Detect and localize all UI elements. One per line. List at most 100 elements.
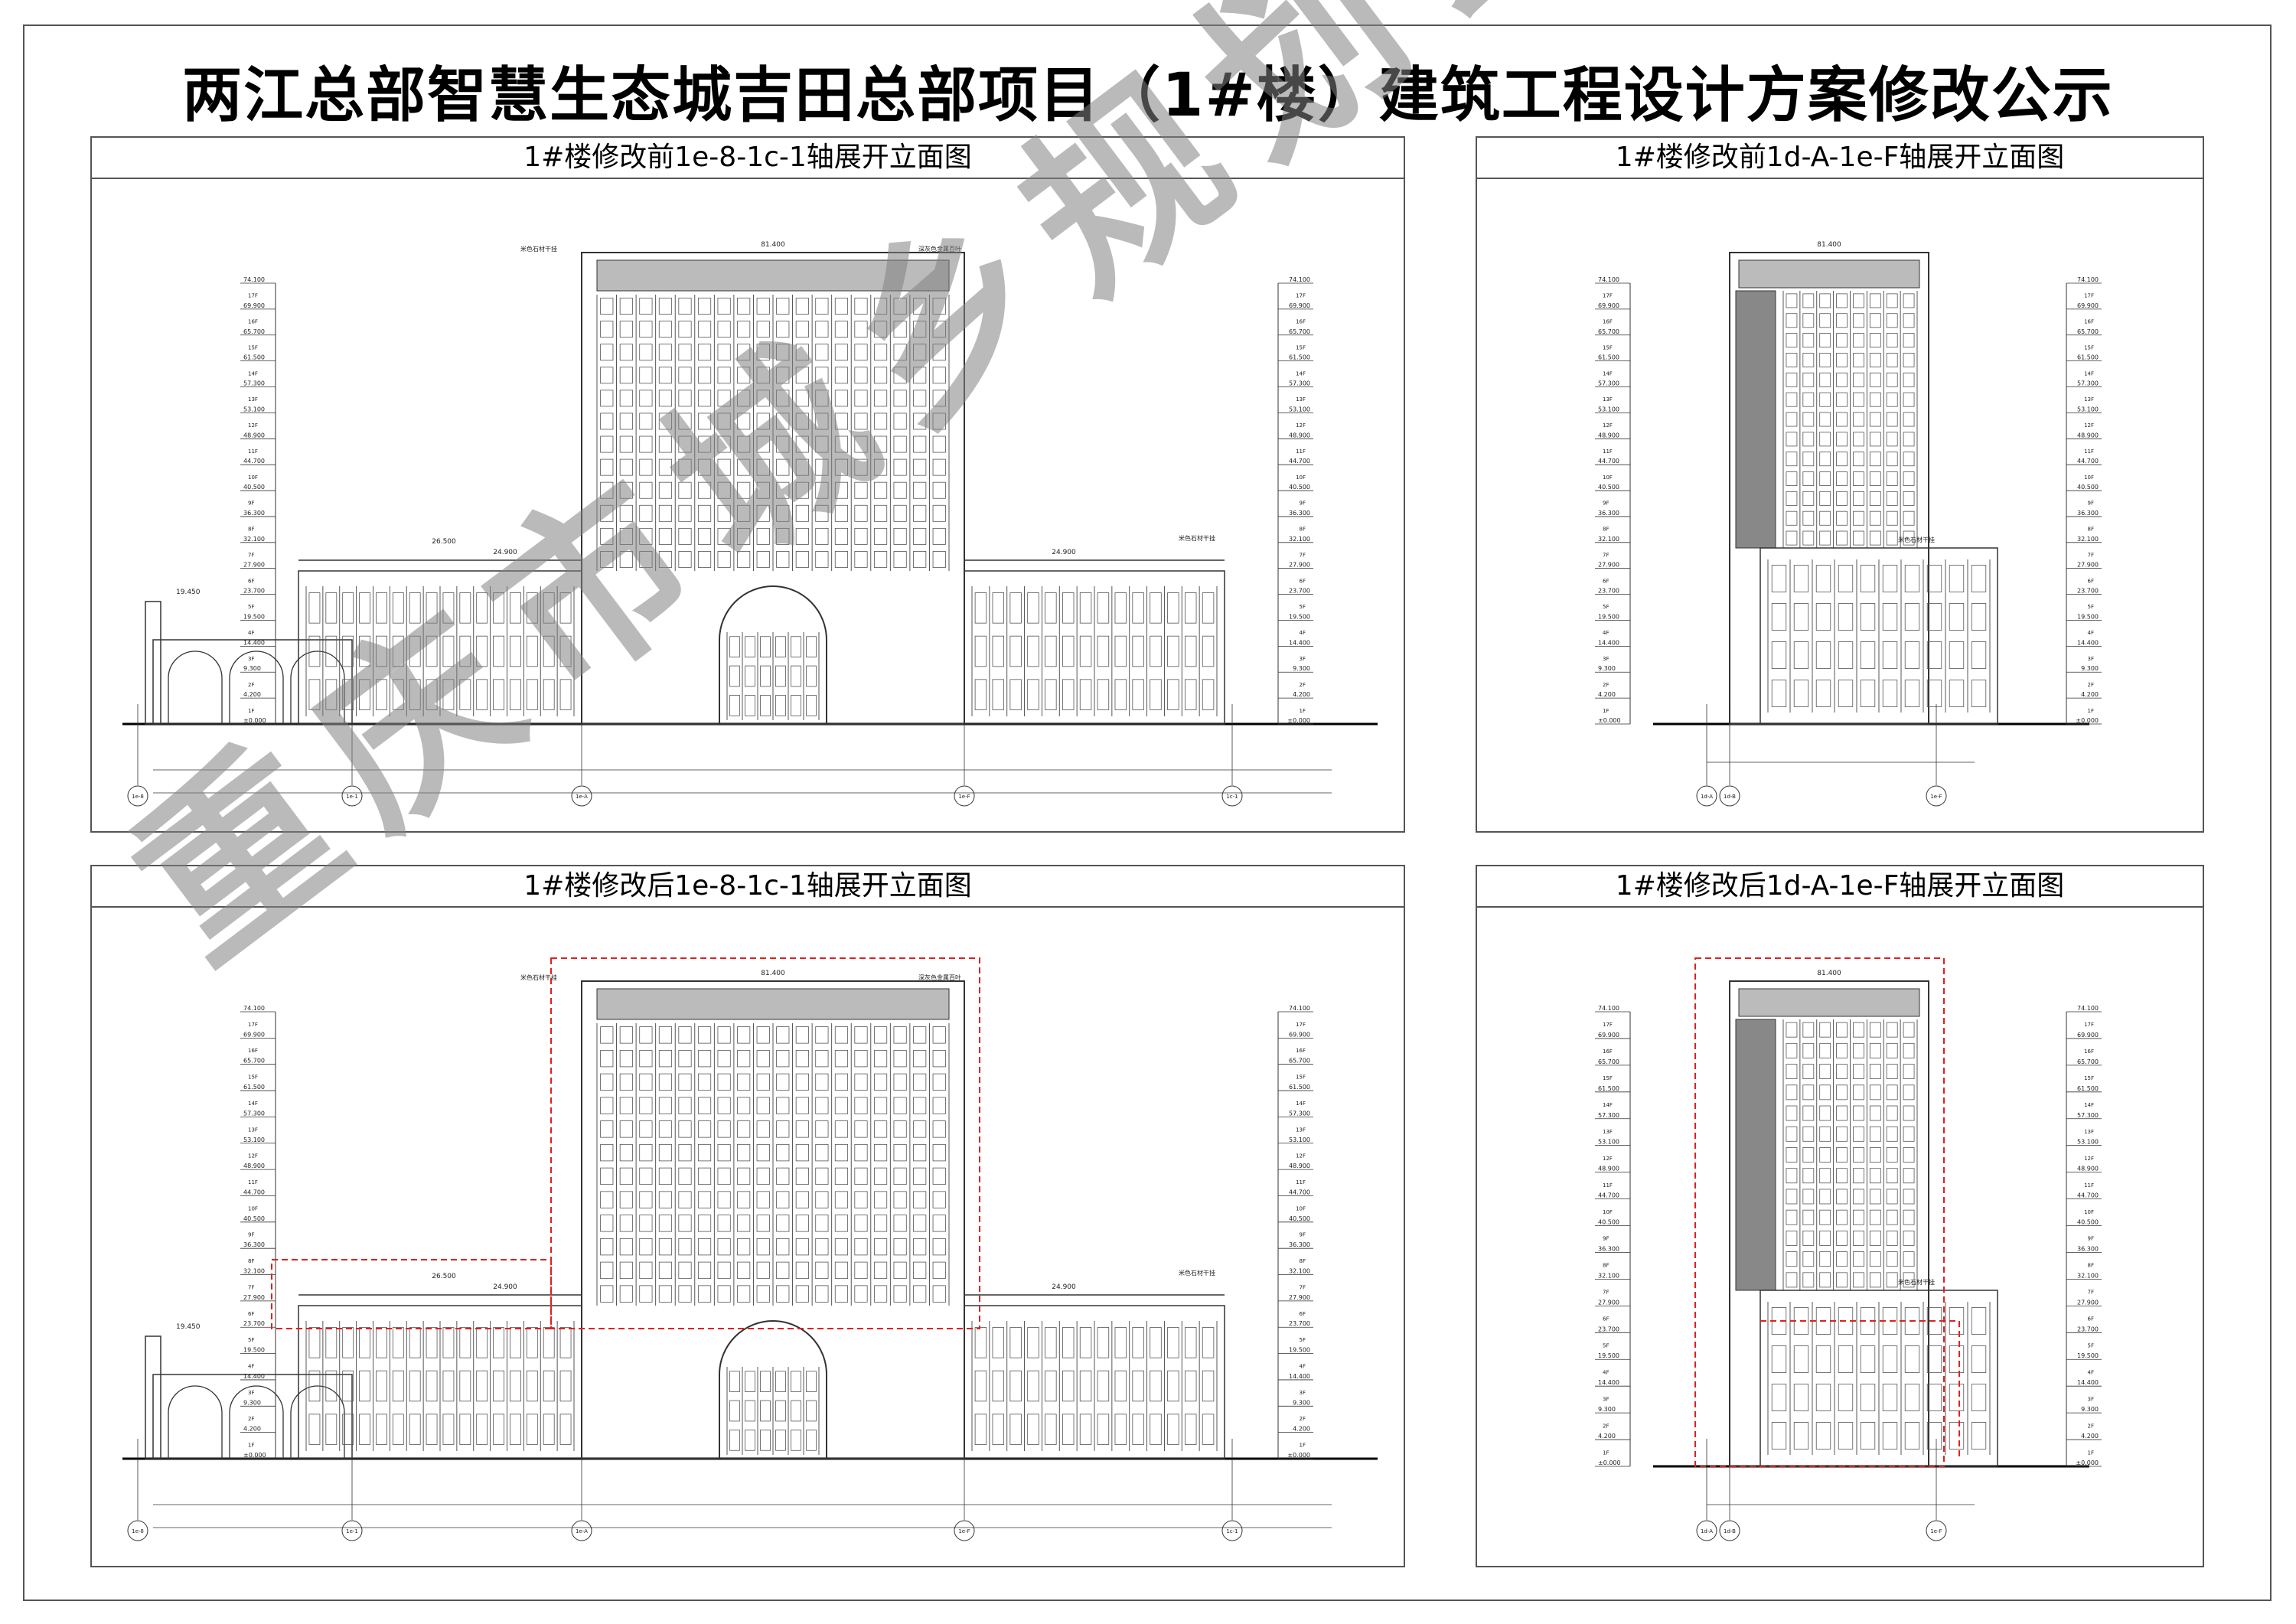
window: [1786, 491, 1798, 506]
window: [834, 1120, 849, 1138]
window: [776, 481, 790, 499]
window: [619, 435, 633, 453]
axis-label: 1e-8: [132, 794, 144, 800]
window: [1802, 1272, 1815, 1288]
window: [619, 367, 633, 384]
window: [873, 1261, 888, 1280]
window: [1853, 1084, 1864, 1101]
window: [1869, 1168, 1881, 1184]
window: [974, 1414, 987, 1445]
window: [932, 1073, 946, 1091]
window: [658, 367, 673, 384]
window: [815, 1097, 829, 1114]
window: [678, 1238, 692, 1256]
window: [1786, 333, 1798, 348]
window: [834, 435, 849, 453]
window: [1819, 452, 1831, 467]
window: [1786, 1105, 1798, 1121]
window: [974, 679, 987, 710]
level-label: 4.200: [1293, 1426, 1310, 1433]
window: [913, 1026, 927, 1044]
window: [543, 1370, 555, 1402]
window: [776, 1285, 790, 1303]
window: [359, 1414, 370, 1445]
window: [775, 1371, 786, 1392]
floor-label: 4F: [248, 1363, 254, 1369]
window: [1079, 1327, 1092, 1358]
window: [1836, 432, 1848, 447]
window: [1771, 603, 1787, 631]
window: [619, 1261, 633, 1280]
window: [1167, 1414, 1179, 1445]
window: [737, 1143, 751, 1162]
level-label: 53.100: [1289, 1136, 1310, 1143]
window: [658, 435, 673, 453]
window: [1838, 641, 1854, 669]
window: [913, 481, 927, 499]
window: [1802, 353, 1815, 367]
window: [717, 413, 731, 430]
floor-label: 1F: [1603, 1450, 1609, 1456]
window: [639, 1026, 653, 1044]
window: [1819, 1022, 1831, 1038]
window: [1836, 1189, 1848, 1205]
window: [815, 1261, 829, 1280]
window: [459, 1370, 471, 1402]
axis-bubble: [571, 785, 592, 807]
window: [1886, 1042, 1898, 1058]
window: [1167, 1370, 1179, 1402]
window: [1062, 592, 1075, 624]
window: [1836, 510, 1848, 526]
window: [543, 635, 555, 667]
window: [639, 1097, 653, 1114]
level-label: 4.200: [2081, 1433, 2099, 1440]
window: [1786, 392, 1798, 407]
window: [1802, 1084, 1815, 1101]
window: [854, 1073, 868, 1091]
window: [1802, 471, 1815, 486]
window: [1079, 679, 1092, 710]
window: [559, 1327, 572, 1358]
window: [493, 1370, 504, 1402]
window: [1097, 1370, 1110, 1402]
window: [1903, 491, 1915, 506]
level-label: 65.700: [2077, 1058, 2099, 1065]
floor-label: 14F: [2084, 1102, 2094, 1108]
window: [1027, 1327, 1039, 1358]
window: [795, 413, 809, 430]
window: [308, 592, 321, 624]
window: [873, 527, 888, 545]
level-label: 61.500: [2077, 1085, 2099, 1092]
window: [543, 592, 555, 624]
level-ruler: 74.10017F69.90016F65.70015F61.50014F57.3…: [2066, 276, 2102, 725]
window: [697, 458, 712, 476]
window: [1869, 1084, 1881, 1101]
window: [678, 1097, 692, 1114]
floor-label: 9F: [1603, 501, 1609, 507]
window: [717, 390, 731, 407]
level-label: 32.100: [1289, 536, 1310, 543]
floor-label: 15F: [1296, 1075, 1306, 1081]
window: [776, 1049, 790, 1068]
window: [791, 665, 801, 687]
roof-level-label: 81.400: [1817, 241, 1841, 249]
window: [1853, 510, 1864, 526]
window: [639, 504, 653, 522]
level-label: 40.500: [243, 484, 265, 491]
floor-label: 12F: [2084, 1156, 2094, 1162]
axis-bubble: [1221, 1520, 1243, 1541]
window: [815, 435, 829, 453]
floor-label: 2F: [248, 682, 254, 688]
level-label: 32.100: [1598, 536, 1619, 543]
window: [697, 1191, 712, 1208]
revision-cloud: [550, 957, 980, 1329]
window: [815, 1049, 829, 1068]
window: [1853, 353, 1864, 367]
level-label: 32.100: [2077, 536, 2099, 543]
window: [376, 1327, 387, 1358]
window: [873, 1191, 888, 1208]
window: [1802, 293, 1815, 308]
level-label: 36.300: [243, 1241, 265, 1248]
window: [1836, 293, 1848, 308]
window: [737, 1120, 751, 1138]
